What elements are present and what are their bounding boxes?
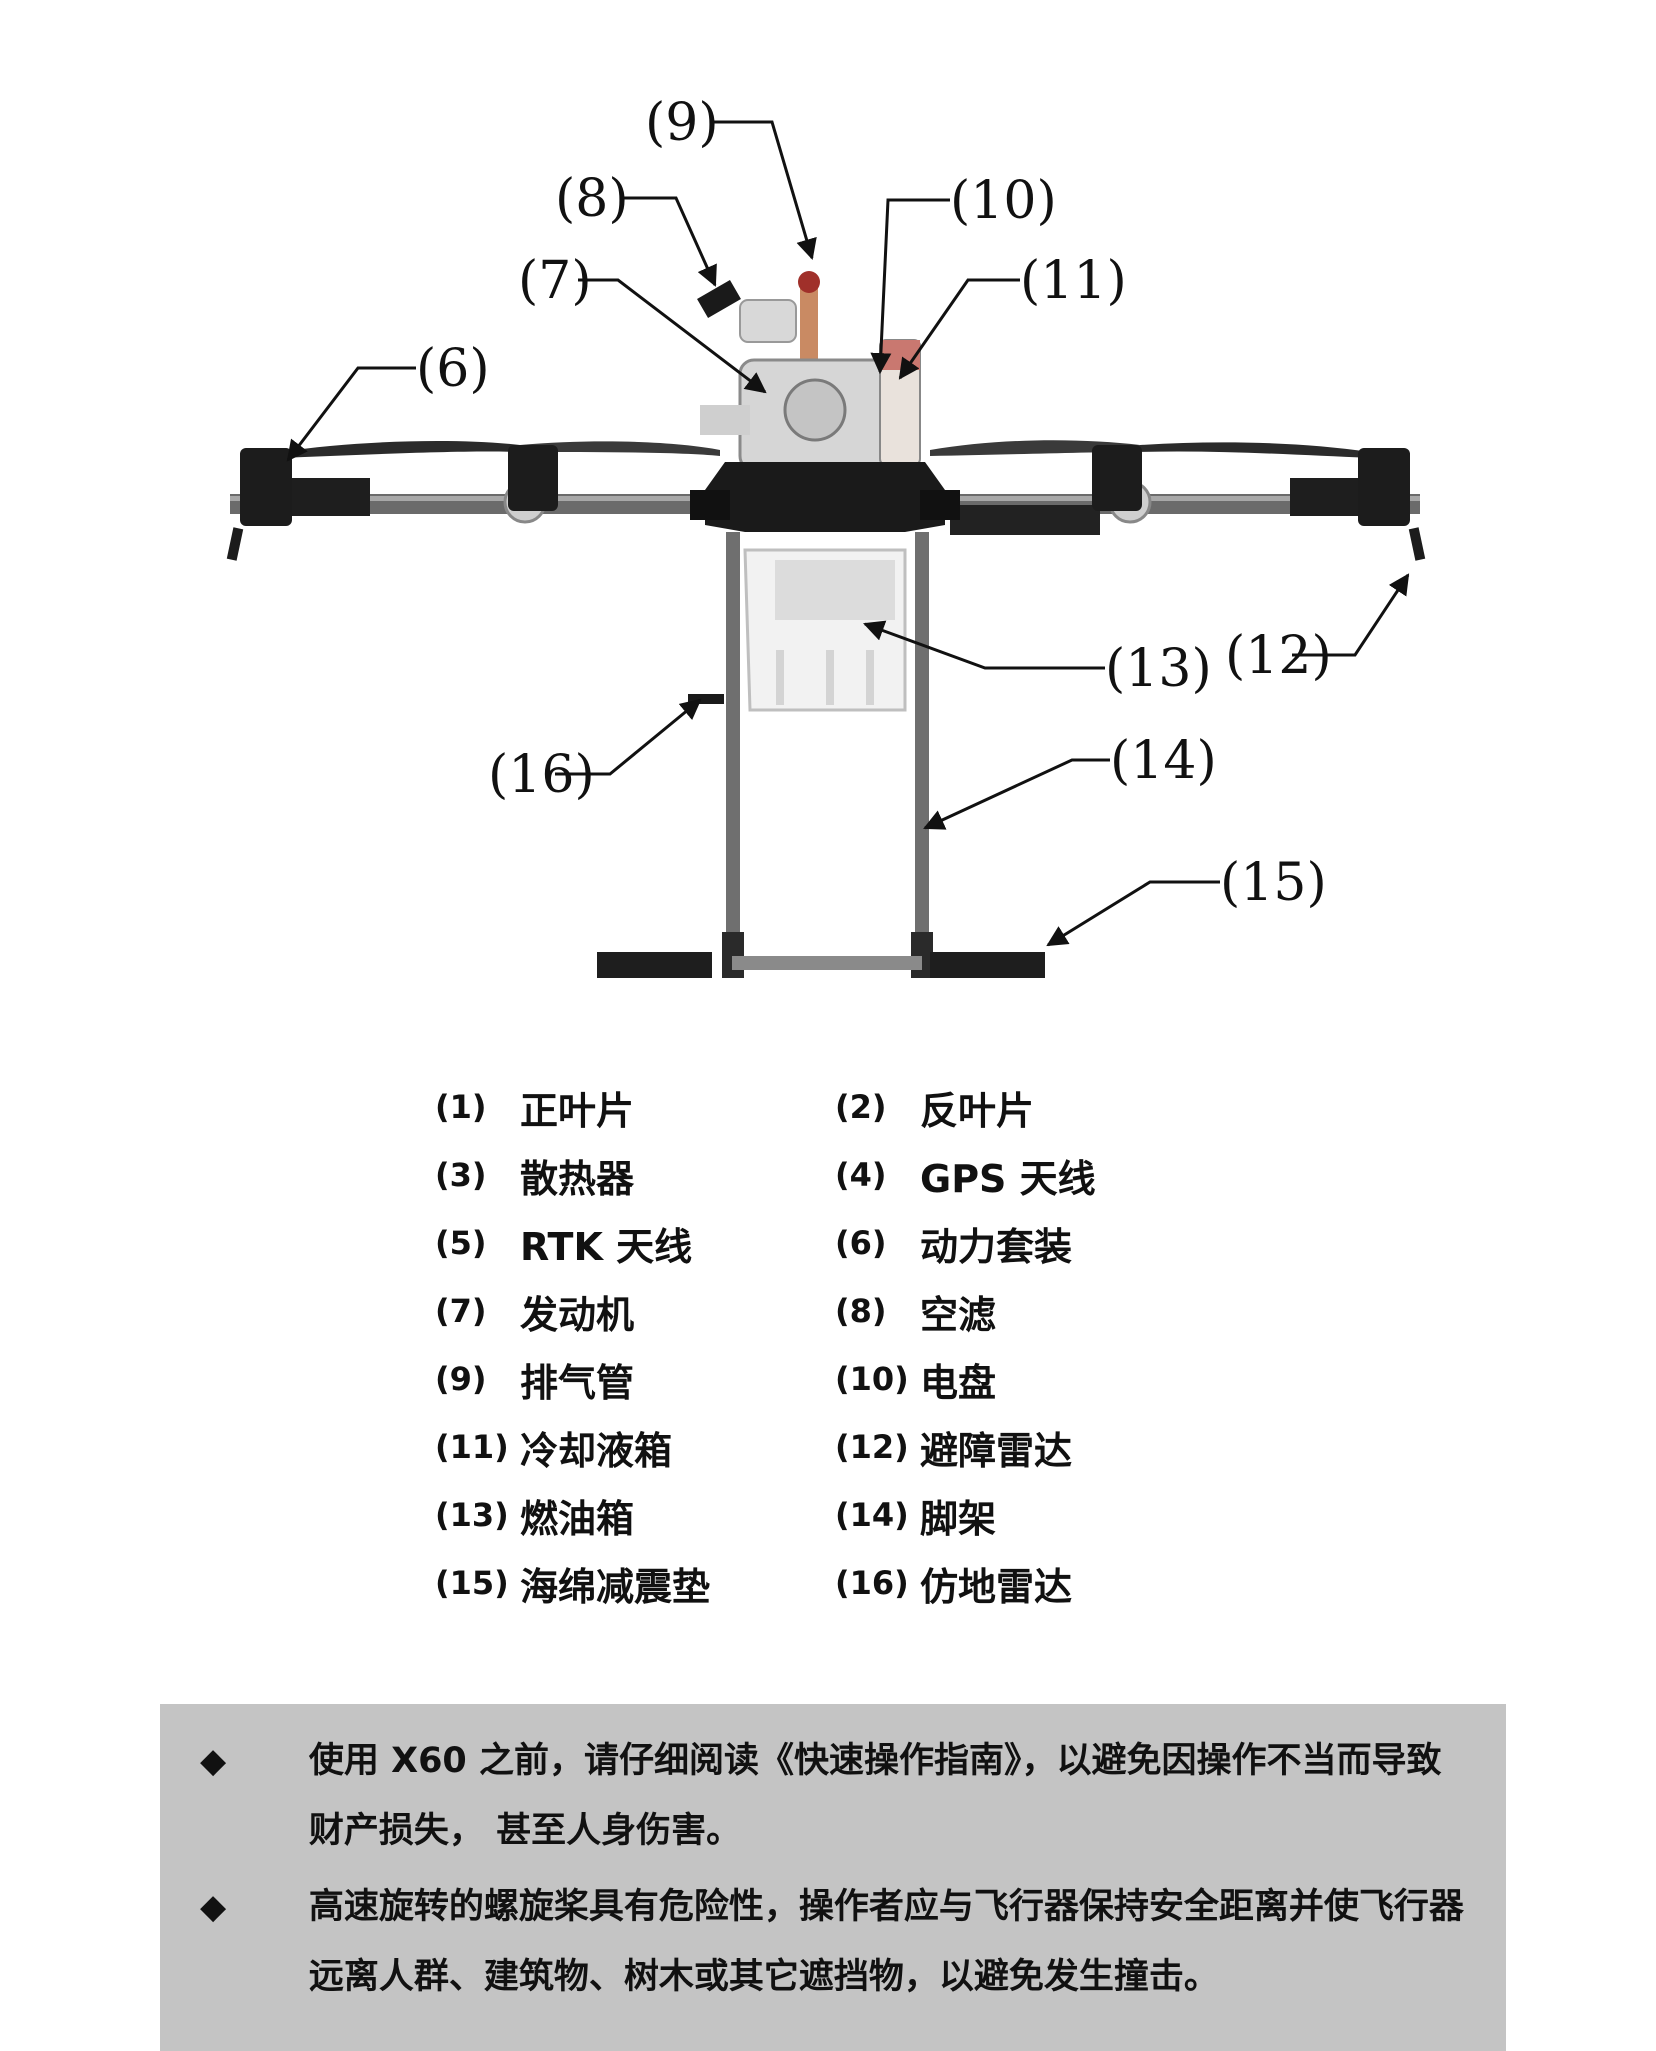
landing-gear	[597, 532, 1045, 978]
part-item: (14) 脚架	[835, 1488, 1235, 1542]
notice-item: ◆ 高速旋转的螺旋桨具有危险性，操作者应与飞行器保持安全距离并使飞行器远离人群、…	[200, 1872, 1466, 2012]
part-name: 正叶片	[520, 1088, 635, 1133]
callout-6: (6)	[416, 339, 490, 399]
callout-7: (7)	[518, 251, 592, 311]
callout-10: (10)	[950, 171, 1057, 231]
part-number: (4)	[835, 1156, 887, 1194]
part-number: (1)	[435, 1088, 487, 1126]
callout-labels: (9) (8) (10) (11) (7) (6) (13) (12) (16)…	[416, 93, 1332, 913]
part-name: 空滤	[920, 1292, 997, 1337]
notice-item: ◆ 使用 X60 之前，请仔细阅读《快速操作指南》，以避免因操作不当而导致财产损…	[200, 1726, 1466, 1866]
part-name: 散热器	[520, 1156, 635, 1201]
part-number: (3)	[435, 1156, 487, 1194]
parts-legend: (1) 正叶片 (2) 反叶片 (3) 散热器 (4) GPS 天线 (5) RTK 天线…	[435, 1080, 1235, 1610]
part-number: (10)	[835, 1360, 909, 1398]
part-name: 仿地雷达	[920, 1564, 1073, 1609]
part-name: 燃油箱	[520, 1496, 635, 1541]
part-item: (2) 反叶片	[835, 1080, 1235, 1134]
callout-8: (8)	[555, 169, 629, 229]
part-name: 脚架	[920, 1496, 997, 1541]
notice-text: 高速旋转的螺旋桨具有危险性，操作者应与飞行器保持安全距离并使飞行器远离人群、建筑…	[308, 1887, 1464, 1997]
body-hub	[690, 462, 960, 532]
part-item: (4) GPS 天线	[835, 1148, 1235, 1202]
propeller-blades	[280, 440, 1370, 458]
callout-15: (15)	[1220, 853, 1327, 913]
part-name: 动力套装	[920, 1224, 1073, 1269]
part-number: (2)	[835, 1088, 887, 1126]
drone-diagram: (9) (8) (10) (11) (7) (6) (13) (12) (16)…	[226, 93, 1426, 978]
part-number: (16)	[835, 1564, 909, 1602]
part-name: 反叶片	[920, 1088, 1035, 1133]
part-name: 冷却液箱	[520, 1428, 673, 1473]
part-item: (1) 正叶片	[435, 1080, 835, 1134]
part-number: (9)	[435, 1360, 487, 1398]
part-item: (9) 排气管	[435, 1352, 835, 1406]
part-name: 海绵减震垫	[520, 1564, 711, 1609]
engine-assembly	[697, 271, 921, 472]
drone-illustration	[226, 271, 1426, 978]
part-item: (7) 发动机	[435, 1284, 835, 1338]
part-item: (12) 避障雷达	[835, 1420, 1235, 1474]
part-number: (8)	[835, 1292, 887, 1330]
part-name: 排气管	[520, 1360, 635, 1405]
part-name: 电盘	[920, 1360, 997, 1405]
notice-text: 使用 X60 之前，请仔细阅读《快速操作指南》，以避免因操作不当而导致财产损失，…	[308, 1741, 1442, 1851]
part-item: (6) 动力套装	[835, 1216, 1235, 1270]
part-name: 发动机	[520, 1292, 635, 1337]
part-name: 避障雷达	[920, 1428, 1073, 1473]
part-number: (5)	[435, 1224, 487, 1262]
part-item: (10) 电盘	[835, 1352, 1235, 1406]
part-name: GPS 天线	[920, 1156, 1096, 1201]
part-item: (11) 冷却液箱	[435, 1420, 835, 1474]
motors	[226, 445, 1426, 561]
part-number: (15)	[435, 1564, 509, 1602]
callout-9: (9)	[645, 93, 719, 153]
callout-12: (12)	[1225, 626, 1332, 686]
diamond-bullet-icon: ◆	[200, 1741, 227, 1781]
part-item: (8) 空滤	[835, 1284, 1235, 1338]
part-name: RTK 天线	[520, 1224, 693, 1269]
callout-16: (16)	[488, 745, 595, 805]
part-number: (7)	[435, 1292, 487, 1330]
callout-lines	[286, 120, 1410, 947]
fuel-tank	[743, 548, 907, 712]
part-item: (15) 海绵减震垫	[435, 1556, 835, 1610]
part-item: (3) 散热器	[435, 1148, 835, 1202]
part-number: (14)	[835, 1496, 909, 1534]
part-number: (11)	[435, 1428, 509, 1466]
safety-notice: ◆ 使用 X60 之前，请仔细阅读《快速操作指南》，以避免因操作不当而导致财产损…	[160, 1704, 1506, 2051]
part-item: (13) 燃油箱	[435, 1488, 835, 1542]
diamond-bullet-icon: ◆	[200, 1887, 227, 1927]
part-number: (12)	[835, 1428, 909, 1466]
part-item: (5) RTK 天线	[435, 1216, 835, 1270]
part-number: (13)	[435, 1496, 509, 1534]
callout-14: (14)	[1110, 731, 1217, 791]
part-item: (16) 仿地雷达	[835, 1556, 1235, 1610]
callout-11: (11)	[1020, 251, 1127, 311]
callout-13: (13)	[1105, 639, 1212, 699]
part-number: (6)	[835, 1224, 887, 1262]
